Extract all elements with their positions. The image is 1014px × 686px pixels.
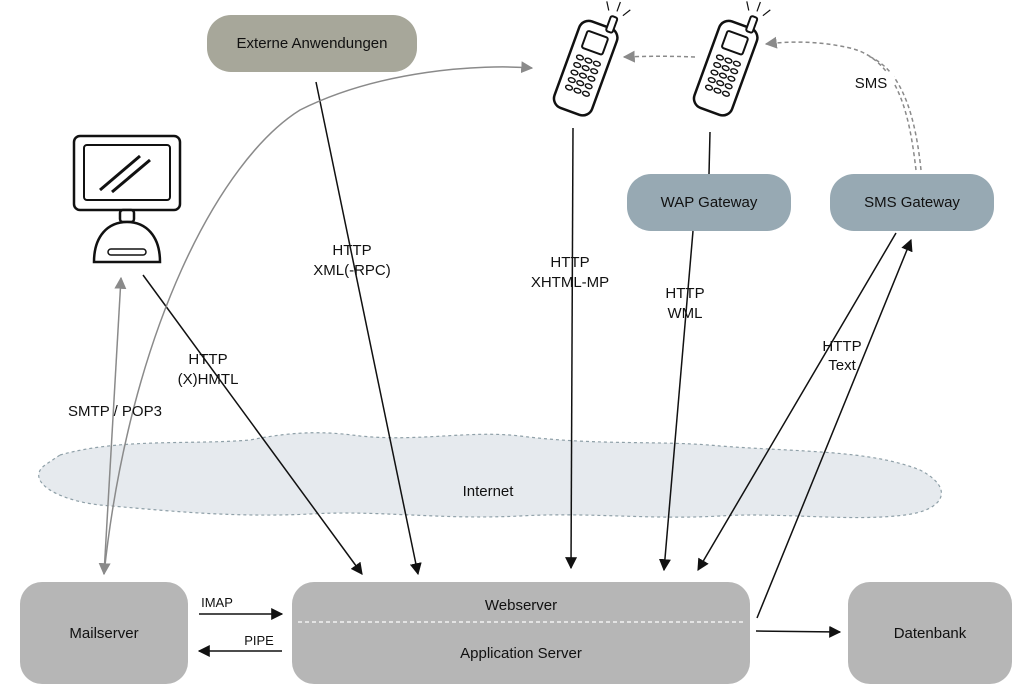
edge-label-pipe: PIPE bbox=[244, 633, 274, 648]
mobile-phone-icon bbox=[692, 1, 771, 117]
webserver-label: Webserver bbox=[484, 596, 558, 614]
edge-label-text-2: Text bbox=[828, 357, 856, 374]
edge-label-xml-1: HTTP bbox=[332, 242, 372, 259]
edge-label-wml-2: WML bbox=[667, 305, 703, 322]
edge-label-xhtml-2: XHTML-MP bbox=[530, 274, 610, 291]
edge-label-wml-1: HTTP bbox=[665, 285, 705, 302]
edge-label-xhtml-1: HTTP bbox=[550, 254, 590, 271]
externe-anwendungen-label: Externe Anwendungen bbox=[236, 35, 388, 52]
webserver-node bbox=[292, 582, 750, 684]
datenbank-node bbox=[848, 582, 1012, 684]
wap-gateway-node bbox=[627, 174, 791, 231]
arrow-computer-to-webserver bbox=[142, 274, 363, 575]
sms-gateway-label: SMS Gateway bbox=[864, 194, 960, 211]
edge-label-xhmtl-2: (X)HMTL bbox=[177, 371, 239, 388]
internet-label: Internet bbox=[462, 483, 514, 500]
sms-phone2-to-phone1 bbox=[622, 50, 696, 63]
arrow-wap-to-webserver bbox=[658, 230, 694, 572]
arrow-smtp-pop3 bbox=[98, 276, 127, 576]
mailserver-label: Mailserver bbox=[69, 624, 139, 642]
edge-label-xml-2: XML(-RPC) bbox=[313, 262, 391, 279]
sms-label-bg bbox=[848, 72, 894, 94]
edge-label-imap: IMAP bbox=[201, 595, 233, 610]
arrow-externe-to-webserver bbox=[315, 81, 422, 576]
arrow-sms-to-webserver bbox=[697, 232, 897, 572]
mailserver-node bbox=[20, 582, 188, 684]
computer-icon bbox=[72, 134, 182, 264]
wap-gateway-label: WAP Gateway bbox=[660, 194, 758, 211]
arrow-mailserver-to-phone bbox=[103, 61, 534, 575]
internet-cloud bbox=[38, 432, 942, 519]
sms-label: SMS bbox=[854, 75, 888, 92]
arrow-webserver-to-sms bbox=[756, 238, 913, 619]
datenbank-label: Datenbank bbox=[893, 624, 967, 642]
sms-double-line bbox=[867, 55, 922, 171]
edge-label-smtp-pop3: SMTP / POP3 bbox=[68, 403, 162, 420]
mobile-phone-icon bbox=[552, 1, 631, 117]
sms-gateway-to-phone2 bbox=[764, 36, 917, 171]
line-phone2-to-wap bbox=[708, 131, 711, 175]
application-server-label: Application Server bbox=[460, 644, 582, 662]
edge-label-text-1: HTTP bbox=[822, 338, 862, 355]
arrow-phone1-to-webserver bbox=[565, 127, 578, 570]
edge-label-xhmtl-1: HTTP bbox=[188, 351, 228, 368]
externe-anwendungen-node bbox=[207, 15, 417, 72]
arrow-webserver-to-datenbank bbox=[755, 625, 842, 638]
sms-gateway-node bbox=[830, 174, 994, 231]
